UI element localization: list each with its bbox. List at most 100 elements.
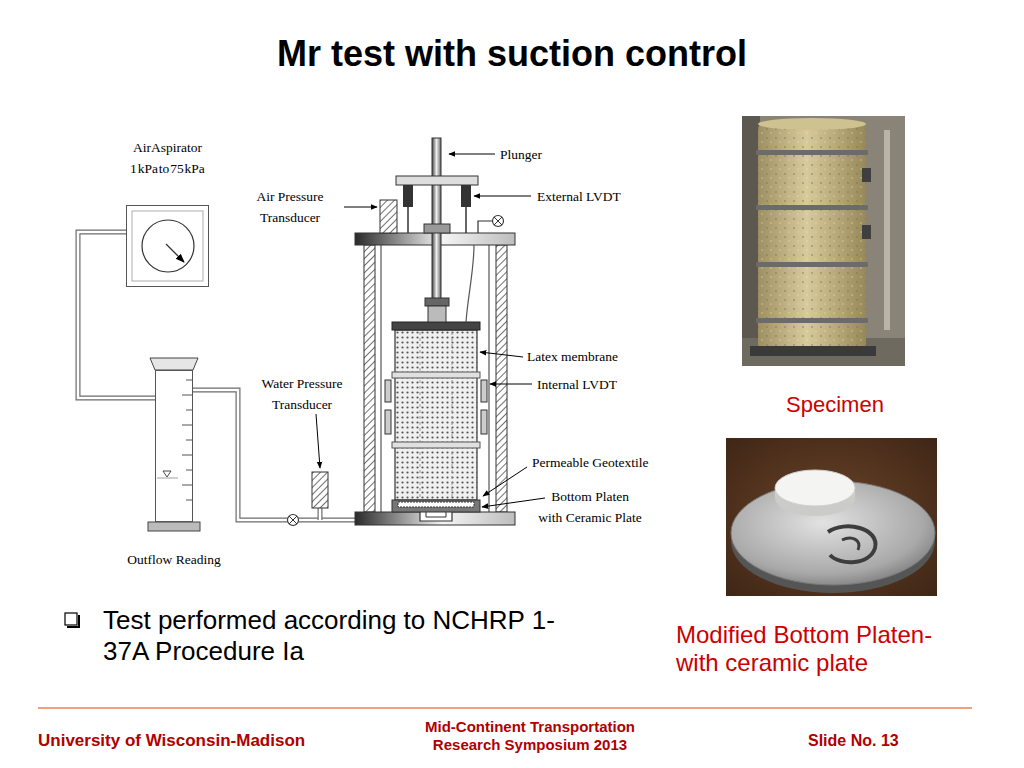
part-label: Air Pressure Transducer [238,186,342,228]
tube-connector [78,232,155,398]
part-label: External LVDT [537,186,657,207]
photo-caption: Specimen [760,392,910,418]
part-label: Latex membrane [527,346,647,367]
gauge-face [132,211,203,281]
drain-tube [289,516,297,524]
triaxial-cell [396,176,478,185]
leader-arrows [474,196,531,197]
triaxial-cell [452,332,453,498]
triaxial-cell [432,138,441,300]
triaxial-cell [420,512,452,521]
leader-arrows [449,154,495,155]
triaxial-cell [392,322,480,330]
triaxial-cell [465,207,467,233]
specimen-photo [862,225,871,239]
leader-arrows [490,384,532,385]
burette-details [186,500,193,501]
triaxial-cell [424,224,450,233]
bullet-box [65,613,77,625]
triaxial-cell [478,221,492,233]
specimen-photo [756,318,868,323]
part-label: Plunger [500,144,580,165]
burette-details [182,395,193,396]
leader-arrows [316,414,320,468]
triaxial-cell [494,217,502,225]
burette-details [182,425,193,426]
burette-details [186,410,193,411]
slide-title: Mr test with suction control [0,33,1024,75]
platen-photo [726,438,937,596]
triaxial-cell [481,410,487,434]
burette-details [182,455,193,456]
bullet-box [65,613,79,627]
leader-arrows [482,498,545,507]
gauge-face [132,211,203,281]
triaxial-cell [385,380,391,402]
triaxial-cell [355,512,515,525]
specimen-photo [756,262,868,267]
platen-photo [775,470,855,506]
triaxial-cell [496,245,507,512]
leader-arrows [480,352,523,357]
burette-details [157,478,178,479]
leader-arrows [483,467,527,496]
triaxial-cell [403,185,413,207]
triaxial-cell [420,332,421,498]
triaxial-cell [398,502,474,507]
part-label: Water Pressure Transducer [240,373,364,415]
burette-details [148,358,200,531]
burette-details [182,485,193,486]
gauge-face [166,244,184,262]
triaxial-cell [461,185,471,207]
platen-photo [726,438,937,596]
triaxial-cell [385,410,391,434]
triaxial-cell [481,380,487,402]
triaxial-cell [488,245,490,512]
specimen-photo [758,118,866,130]
drain-tube [319,507,322,520]
drain-tube [318,508,323,520]
specimen-photo [862,168,871,182]
triaxial-cell [392,500,480,512]
specimen-photo [750,346,876,356]
triaxial-cell [392,372,480,378]
triaxial-cell [392,442,480,448]
burette-details [148,522,200,531]
specimen-photo [756,205,868,210]
footer-text: Mid-Continent Transportation Research Sy… [405,718,655,753]
specimen-photo [884,130,890,330]
triaxial-cell [380,200,397,233]
triaxial-cell [428,306,446,322]
specimen-photo [742,116,905,366]
photo-caption: Modified Bottom Platen- with ceramic pla… [676,621,971,678]
platen-photo [842,538,859,550]
leader-arrows [344,207,377,208]
specimen-photo [756,150,868,155]
footer-text: University of Wisconsin-Madison [38,731,338,751]
component-label: Outflow Reading [99,549,249,570]
tube-connector [78,232,155,398]
triaxial-cell [493,216,504,227]
component-label: Air Aspirator 1 kPa to 75 kPa [130,137,206,179]
drain-tube [288,515,299,526]
bullet-box [67,615,79,627]
part-label: Permeable Geotextile [532,452,692,473]
burette-details [163,471,171,477]
triaxial-cell [426,512,446,517]
tube-connector [78,232,155,398]
specimen-photo [742,116,905,366]
footer-text: Slide No. 13 [808,732,938,751]
triaxial-cell [380,245,382,512]
platen-photo [828,526,875,562]
burette-details [186,440,193,441]
triaxial-cell [425,298,449,306]
bullet-text: Test performed according to NCHRP 1-37A … [103,605,565,666]
part-label: Internal LVDT [537,374,647,395]
triaxial-cell [364,245,375,512]
part-label: Bottom Platen with Ceramic Plate [538,486,642,528]
triaxial-cell [466,245,474,322]
aspirator-gauge: Air Aspirator 1 kPa to 75 kPa [126,205,209,287]
drain-tube [312,472,328,508]
triaxial-cell [407,207,409,233]
